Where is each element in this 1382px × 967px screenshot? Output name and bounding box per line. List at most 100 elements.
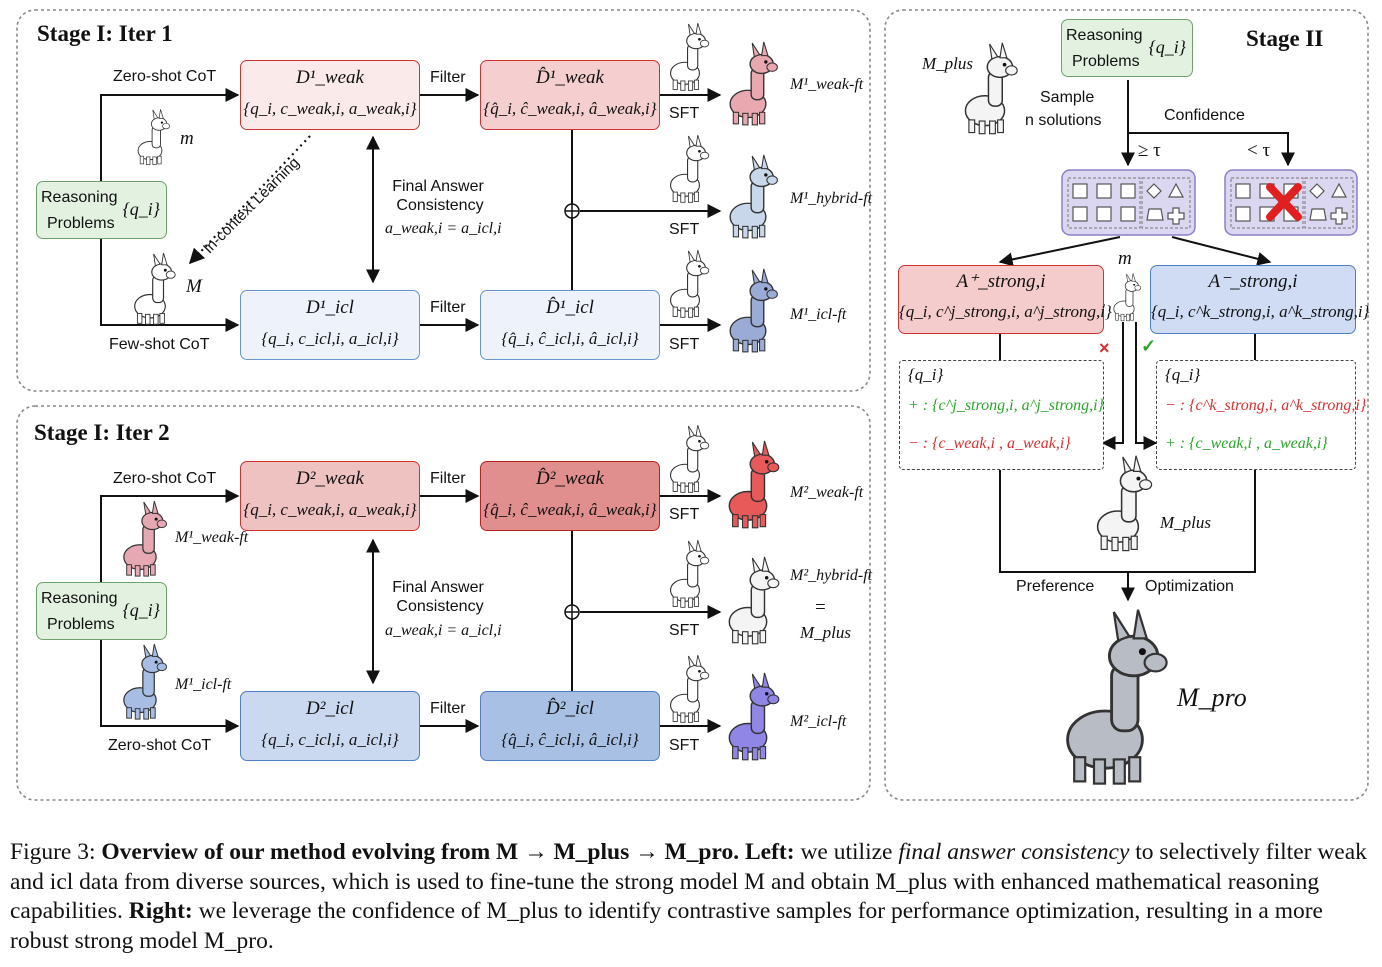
a-negative-body: {q_i, c^k_strong,i, a^k_strong,i} bbox=[1151, 302, 1370, 321]
llama-plus-mid-icon bbox=[1096, 455, 1153, 552]
llama-small-sft-icon bbox=[669, 134, 710, 203]
dhat-weak-title: D̂¹_weak bbox=[536, 67, 604, 88]
small-model-label: m bbox=[1118, 248, 1132, 269]
filter-label: Filter bbox=[430, 700, 466, 717]
negative-sample: − : {c_weak,i , a_weak,i} bbox=[908, 435, 1071, 452]
equals-sign: = bbox=[815, 597, 826, 618]
dhat-weak-box: D̂¹_weak {q̂_i, ĉ_weak,i, â_weak,i} bbox=[480, 60, 660, 130]
problem-set-symbol: {q_i} bbox=[1148, 37, 1186, 57]
confidence-label: Confidence bbox=[1164, 107, 1245, 124]
llama-icl-ft-icon bbox=[729, 268, 779, 353]
reasoning-line: Reasoning bbox=[1066, 27, 1143, 44]
llama-small-sft-icon bbox=[669, 22, 710, 91]
negative-sample: − : {c^k_strong,i, a^k_strong,i} bbox=[1165, 397, 1367, 414]
final-answer-label: Final Answer bbox=[392, 178, 484, 195]
zero-shot-cot-label: Zero-shot CoT bbox=[113, 470, 217, 487]
reject-cross-icon bbox=[1266, 183, 1302, 221]
dhat-icl-title: D̂¹_icl bbox=[546, 297, 594, 318]
panel-stage2 bbox=[884, 9, 1369, 801]
d-weak-body: {q_i, c_weak,i, a_weak,i} bbox=[243, 99, 417, 118]
small-model-label: m bbox=[180, 128, 194, 149]
d-weak-body: {q_i, c_weak,i, a_weak,i} bbox=[243, 500, 417, 519]
zero-shot-cot-label: Zero-shot CoT bbox=[113, 68, 217, 85]
sft-label: SFT bbox=[669, 336, 700, 353]
llama-weak-ft-2-icon bbox=[728, 440, 780, 529]
sft-label: SFT bbox=[669, 506, 700, 523]
pro-model-label: M_pro bbox=[1177, 683, 1247, 712]
caption-left-text-b: to selectively filter weak and icl data … bbox=[10, 839, 1367, 924]
plus-model-label: M_plus bbox=[1160, 513, 1211, 532]
dhat-weak-body: {q̂_i, ĉ_weak,i, â_weak,i} bbox=[483, 99, 657, 118]
a-negative-box: A⁻_strong,i {q_i, c^k_strong,i, a^k_stro… bbox=[1150, 265, 1370, 334]
icl-ft-2-model-label: M²_icl-ft bbox=[790, 713, 847, 730]
llama-small-sft-icon bbox=[669, 249, 710, 318]
llama-plus-icon bbox=[728, 556, 780, 645]
dhat-icl-title: D̂²_icl bbox=[546, 698, 594, 719]
caption-left-text-a: we utilize bbox=[800, 839, 893, 865]
llama-weak-ft-input-icon bbox=[123, 500, 168, 577]
reasoning-problems-box: Reasoning Problems {q_i} bbox=[36, 181, 167, 239]
llama-plus-top-icon bbox=[964, 42, 1018, 135]
diagram-canvas bbox=[16, 9, 1369, 801]
lt-tau-label: < τ bbox=[1247, 140, 1271, 161]
filter-label: Filter bbox=[430, 69, 466, 86]
cross-mark-icon: × bbox=[1099, 338, 1110, 358]
llama-strong-model-icon bbox=[134, 252, 176, 325]
few-shot-cot-label: Few-shot CoT bbox=[109, 336, 210, 353]
stage2-title: Stage II bbox=[1246, 26, 1324, 51]
positive-sample: + : {c_weak,i , a_weak,i} bbox=[1165, 435, 1328, 452]
weak-ft-input-label: M¹_weak-ft bbox=[175, 529, 249, 546]
ge-tau-label: ≥ τ bbox=[1138, 140, 1161, 161]
d-weak-2-box: D²_weak {q_i, c_weak,i, a_weak,i} bbox=[240, 461, 420, 531]
problem-symbol: {q_i} bbox=[1165, 365, 1201, 384]
llama-small-sft-icon bbox=[669, 424, 710, 493]
preference-pair-left: {q_i} + : {c^j_strong,i, a^j_strong,i} −… bbox=[899, 360, 1104, 470]
consistency-equation: a_weak,i = a_icl,i bbox=[385, 622, 502, 639]
llama-small-model-icon bbox=[137, 108, 171, 166]
llama-icl-ft-2-icon bbox=[728, 672, 780, 761]
final-answer-label: Final Answer bbox=[392, 579, 484, 596]
weak-ft-model-label: M¹_weak-ft bbox=[790, 76, 864, 93]
llama-icl-ft-input-icon bbox=[123, 643, 168, 720]
llama-hybrid-ft-icon bbox=[729, 154, 779, 239]
sft-label: SFT bbox=[669, 105, 700, 122]
a-negative-title: A⁻_strong,i bbox=[1208, 271, 1298, 292]
caption-left-label: Left: bbox=[744, 839, 795, 865]
d-weak-title: D²_weak bbox=[296, 468, 364, 489]
sft-label: SFT bbox=[669, 221, 700, 238]
solution-set-high bbox=[1061, 169, 1196, 236]
caption-right-text: we leverage the confidence of M_plus to … bbox=[10, 898, 1323, 954]
dhat-icl-box: D̂¹_icl {q̂_i, ĉ_icl,i, â_icl,i} bbox=[480, 290, 660, 360]
problem-set-symbol: {q_i} bbox=[122, 199, 160, 219]
hybrid-ft-2-model-label: M²_hybrid-ft bbox=[790, 567, 873, 584]
llama-small-model-stage2-icon bbox=[1113, 273, 1142, 322]
consistency-label: Consistency bbox=[396, 598, 484, 615]
sft-label: SFT bbox=[669, 737, 700, 754]
reasoning-line: Reasoning bbox=[41, 189, 118, 206]
d-icl-2-box: D²_icl {q_i, c_icl,i, a_icl,i} bbox=[240, 691, 420, 761]
dhat-icl-body: {q̂_i, ĉ_icl,i, â_icl,i} bbox=[501, 329, 639, 348]
weak-ft-2-model-label: M²_weak-ft bbox=[790, 484, 864, 501]
problems-line: Problems bbox=[1072, 53, 1140, 70]
panel-stage1-iter2 bbox=[16, 405, 871, 801]
dhat-weak-title: D̂²_weak bbox=[536, 468, 604, 489]
sft-label: SFT bbox=[669, 622, 700, 639]
d-weak-title: D¹_weak bbox=[296, 67, 364, 88]
d-icl-body: {q_i, c_icl,i, a_icl,i} bbox=[261, 329, 399, 348]
icl-ft-model-label: M¹_icl-ft bbox=[790, 306, 847, 323]
preference-pair-right: {q_i} − : {c^k_strong,i, a^k_strong,i} +… bbox=[1156, 360, 1366, 470]
llama-small-sft-icon bbox=[669, 539, 710, 608]
caption-right-label: Right: bbox=[128, 898, 193, 924]
dhat-weak-body: {q̂_i, ĉ_weak,i, â_weak,i} bbox=[483, 500, 657, 519]
problems-line: Problems bbox=[47, 215, 115, 232]
strong-model-label: M bbox=[186, 276, 202, 297]
llama-pro-armored-icon bbox=[1066, 608, 1169, 786]
plus-model-label: M_plus bbox=[800, 623, 851, 642]
d-icl-title: D²_icl bbox=[306, 698, 354, 719]
stage1-iter1-title: Stage I: Iter 1 bbox=[37, 21, 173, 46]
n-solutions-label: n solutions bbox=[1025, 112, 1102, 129]
zero-shot-cot-label: Zero-shot CoT bbox=[108, 737, 212, 754]
filter-label: Filter bbox=[430, 299, 466, 316]
plus-model-label: M_plus bbox=[922, 54, 973, 73]
reasoning-problems-box: Reasoning Problems {q_i} bbox=[36, 582, 167, 640]
